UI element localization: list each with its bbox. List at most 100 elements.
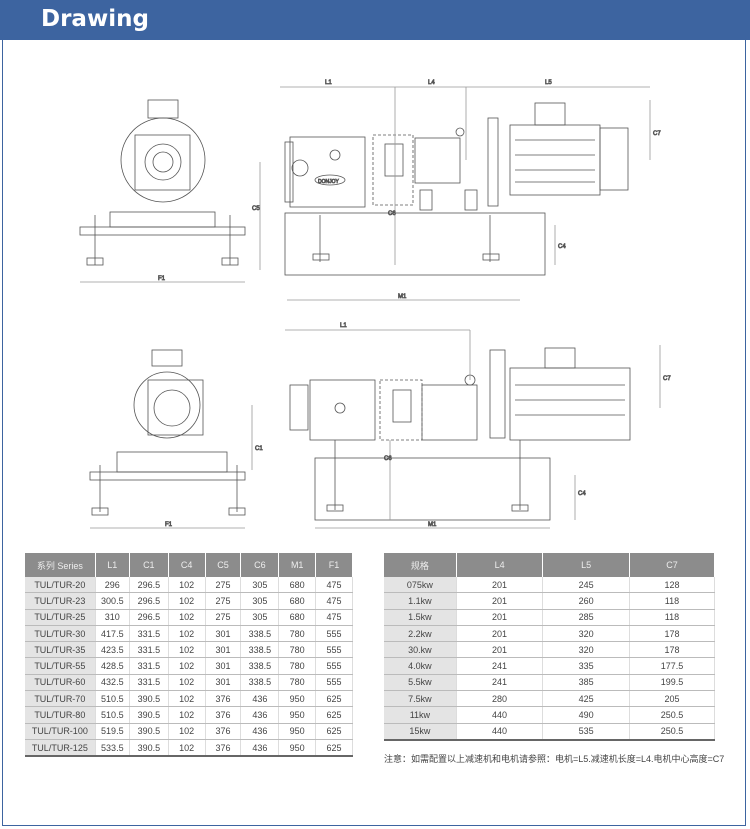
table-cell: 241	[456, 657, 544, 675]
table-cell: 490	[542, 706, 630, 724]
table-cell: 305	[240, 592, 280, 610]
row-label: 075kw	[384, 577, 457, 594]
column-header: L1	[95, 553, 130, 577]
column-header: C7	[629, 553, 716, 577]
table-cell: 555	[315, 641, 353, 659]
row-label: TUL/TUR-25	[25, 609, 96, 626]
dim-M1-bottom: M1	[428, 522, 437, 528]
table-cell: 436	[240, 723, 280, 740]
table-cell: 201	[456, 577, 544, 594]
table-cell: 390.5	[129, 690, 169, 708]
row-label: TUL/TUR-35	[25, 641, 96, 659]
dim-L4: L4	[428, 80, 435, 86]
table-cell: 102	[168, 723, 206, 740]
section-header: Drawing	[0, 0, 750, 40]
table-cell: 118	[629, 592, 716, 610]
column-header: F1	[315, 553, 353, 577]
row-label: 4.0kw	[384, 657, 457, 675]
table-cell: 535	[542, 723, 630, 741]
table-cell: 205	[629, 690, 716, 708]
row-label: TUL/TUR-55	[25, 657, 96, 675]
table-cell: 376	[205, 723, 242, 740]
table-cell: 102	[168, 739, 206, 758]
table-cell: 301	[205, 641, 242, 659]
table-cell: 376	[205, 690, 242, 708]
row-label: TUL/TUR-100	[25, 723, 96, 740]
table-cell: 102	[168, 690, 206, 708]
table-cell: 625	[315, 706, 353, 724]
table-cell: 310	[95, 609, 130, 626]
table-cell: 390.5	[129, 706, 169, 724]
table-cell: 680	[278, 609, 317, 626]
dim-L1: L1	[325, 80, 332, 86]
dim-F1-bottom: F1	[165, 522, 173, 528]
table-cell: 385	[542, 674, 630, 692]
end-view-bottom	[89, 349, 253, 529]
table-cell: 331.5	[129, 674, 169, 692]
section-title: Drawing	[41, 6, 149, 32]
table-cell: 390.5	[129, 739, 169, 758]
side-view-bottom	[285, 329, 661, 529]
drawing-top: L1 L4 L5 C7 C6 C4 M1 C5 F1 DONJOY	[79, 80, 662, 301]
dim-L1-bottom: L1	[340, 323, 347, 329]
row-label: TUL/TUR-60	[25, 674, 96, 692]
table-cell: 338.5	[240, 657, 280, 675]
table-cell: 102	[168, 674, 206, 692]
table-cell: 436	[240, 739, 280, 758]
end-view-top	[79, 99, 261, 283]
table-cell: 335	[542, 657, 630, 675]
brand-logo: DONJOY	[318, 179, 340, 185]
dim-C4: C4	[558, 244, 566, 250]
table-cell: 301	[205, 674, 242, 692]
table-cell: 177.5	[629, 657, 716, 675]
column-header: L4	[456, 553, 544, 577]
table-cell: 338.5	[240, 674, 280, 692]
row-label: TUL/TUR-80	[25, 706, 96, 724]
table-cell: 680	[278, 577, 317, 594]
drawing-bottom: L1 C7 C6 C4 C1 M1 F1	[89, 323, 672, 529]
column-header: M1	[278, 553, 317, 577]
table-note: 注意：如需配置以上减速机和电机请参照：电机=L5.减速机长度=L4.电机中心高度…	[384, 754, 725, 764]
table-cell: 296.5	[129, 577, 169, 594]
row-label: TUL/TUR-70	[25, 690, 96, 708]
table-cell: 780	[278, 674, 317, 692]
table-cell: 250.5	[629, 723, 716, 741]
row-label: TUL/TUR-20	[25, 577, 96, 594]
column-header: C5	[205, 553, 242, 577]
row-label: 11kw	[384, 706, 457, 724]
table-cell: 275	[205, 609, 242, 626]
table-cell: 625	[315, 739, 353, 758]
table-cell: 519.5	[95, 723, 130, 740]
table-cell: 128	[629, 577, 716, 594]
row-label: TUL/TUR-30	[25, 625, 96, 643]
row-label: 1.5kw	[384, 609, 457, 626]
table-cell: 305	[240, 609, 280, 626]
table-cell: 241	[456, 674, 544, 692]
dim-F1: F1	[158, 276, 166, 282]
column-header: L5	[542, 553, 630, 577]
table-cell: 680	[278, 592, 317, 610]
table-cell: 102	[168, 706, 206, 724]
table-cell: 260	[542, 592, 630, 610]
table-cell: 780	[278, 641, 317, 659]
table-cell: 376	[205, 739, 242, 758]
table-cell: 423.5	[95, 641, 130, 659]
table-cell: 320	[542, 641, 630, 659]
table-cell: 440	[456, 723, 544, 741]
table-cell: 436	[240, 690, 280, 708]
dim-C6-bottom: C6	[384, 456, 392, 462]
row-label: 7.5kw	[384, 690, 457, 708]
table-cell: 475	[315, 592, 353, 610]
table-cell: 780	[278, 625, 317, 643]
